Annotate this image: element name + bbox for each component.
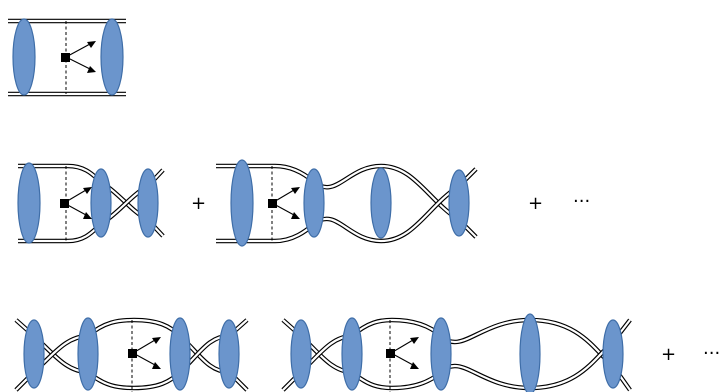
- arrow-icon: [390, 352, 414, 366]
- arrow-head-icon: [87, 66, 96, 73]
- emission-vertex-icon: [386, 337, 419, 369]
- interaction-blob: [90, 168, 112, 238]
- double-lines: [281, 317, 632, 392]
- emission-vertex-icon: [61, 41, 96, 73]
- row-1-diagram: [8, 18, 126, 97]
- interaction-blob: [602, 319, 624, 389]
- arrow-head-icon: [291, 187, 300, 194]
- arrow-head-icon: [83, 212, 92, 219]
- interaction-blob: [77, 317, 99, 391]
- arrow-head-icon: [152, 362, 161, 369]
- plus-sign: +: [661, 344, 676, 365]
- arrow-icon: [65, 56, 91, 70]
- interaction-blob: [303, 168, 325, 238]
- arrow-icon: [132, 352, 156, 366]
- row-2-term-2: [216, 159, 478, 247]
- arrow-icon: [63, 202, 87, 216]
- interaction-blob: [218, 319, 240, 389]
- vertex-square-icon: [61, 53, 70, 62]
- interaction-blob: [230, 159, 254, 247]
- arrow-icon: [65, 43, 91, 58]
- arrow-head-icon: [410, 337, 419, 344]
- interaction-blob: [23, 319, 45, 389]
- row-2-term-1: [17, 162, 165, 244]
- interaction-blob: [370, 167, 392, 239]
- interaction-blob: [519, 313, 541, 392]
- interaction-blob: [169, 317, 191, 391]
- arrow-icon: [271, 189, 295, 204]
- arrow-icon: [132, 339, 156, 354]
- double-lines: [216, 163, 478, 244]
- emission-vertex-icon: [60, 187, 92, 219]
- emission-vertex-icon: [268, 187, 300, 219]
- interaction-blob: [137, 168, 159, 238]
- arrow-head-icon: [291, 212, 300, 219]
- vertex-square-icon: [386, 349, 395, 358]
- interaction-blob: [100, 18, 124, 96]
- interaction-blob: [448, 169, 470, 237]
- arrow-head-icon: [87, 41, 96, 48]
- arrow-icon: [63, 189, 87, 204]
- ellipsis: ···: [703, 343, 720, 364]
- interaction-blob: [341, 317, 363, 391]
- plus-sign: +: [191, 193, 206, 214]
- interaction-blob: [17, 162, 41, 244]
- ellipsis: ···: [573, 191, 590, 212]
- interaction-blob: [12, 18, 36, 96]
- plus-sign: +: [528, 193, 543, 214]
- arrow-head-icon: [83, 187, 92, 194]
- arrow-head-icon: [152, 337, 161, 344]
- emission-vertex-icon: [128, 337, 161, 369]
- interaction-blob: [290, 319, 312, 389]
- interaction-blob: [430, 317, 452, 391]
- row-3-term-2: [281, 313, 632, 392]
- arrow-icon: [390, 339, 414, 354]
- vertex-square-icon: [128, 349, 137, 358]
- arrow-icon: [271, 202, 295, 216]
- arrow-head-icon: [410, 362, 419, 369]
- row-3-term-1: [14, 317, 249, 392]
